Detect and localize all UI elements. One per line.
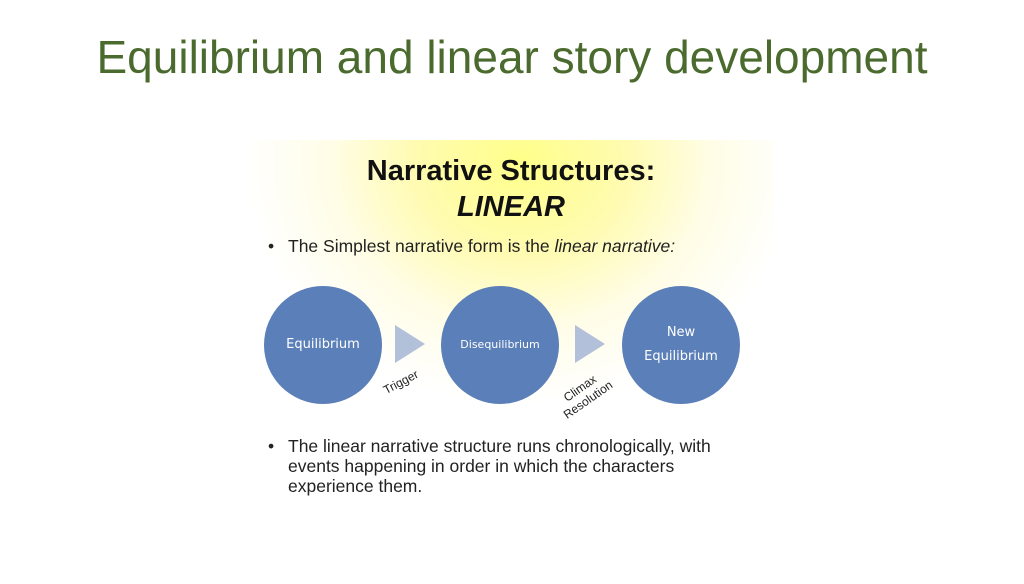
stage-label: Equilibrium — [286, 337, 360, 352]
stage-disequilibrium: Disequilibrium — [441, 286, 559, 404]
stage-label-line-2: Equilibrium — [644, 349, 718, 364]
transition-label-trigger: Trigger — [381, 367, 421, 397]
stage-new-equilibrium: New Equilibrium — [622, 286, 740, 404]
diagram-subheading: LINEAR — [457, 191, 565, 223]
arrow-right-icon — [575, 325, 605, 363]
diagram-heading: Narrative Structures: — [366, 155, 656, 187]
stage-label-line-1: New — [666, 325, 696, 340]
bullet-dot: • — [268, 236, 275, 256]
transition-label-line-1: Trigger — [380, 366, 421, 398]
narrative-diagram: Narrative Structures: LINEAR • The Simpl… — [248, 140, 774, 550]
slide-title: Equilibrium and linear story development — [96, 31, 928, 83]
bullet-2-text: The linear narrative structure runs chro… — [288, 436, 711, 496]
bullet-1-emphasis: linear narrative: — [554, 236, 676, 256]
arrow-right-icon — [395, 325, 425, 363]
stage-equilibrium: Equilibrium — [264, 286, 382, 404]
bullet-dot: • — [268, 436, 275, 456]
bullet-item-1: • The Simplest narrative form is the lin… — [268, 236, 758, 256]
stage-label: Disequilibrium — [460, 338, 540, 351]
transition-label-climax-resolution: Climax Resolution — [543, 360, 625, 429]
bullet-item-2: • The linear narrative structure runs ch… — [268, 436, 758, 496]
bullet-1-text: The Simplest narrative form is the — [288, 236, 555, 256]
